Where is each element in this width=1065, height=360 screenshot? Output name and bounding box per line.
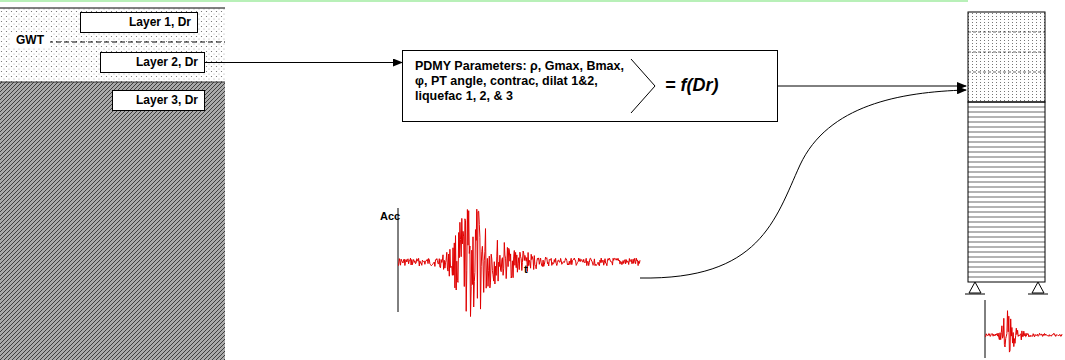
water-table-label: GWT (10, 32, 50, 48)
arrow (205, 62, 402, 63)
layer-label: Layer 2, Dr (101, 53, 204, 69)
arrow (778, 86, 966, 87)
bracket (629, 51, 659, 121)
accelerogram (398, 209, 640, 316)
axis (398, 208, 399, 312)
clay-layer (0, 82, 225, 360)
layer-label: Layer 1, Dr (81, 13, 197, 29)
axis-label: t (524, 263, 528, 275)
layer-label-box: Layer 1, Dr (80, 12, 198, 33)
axis (985, 300, 986, 358)
axis-label: Acc (380, 210, 400, 222)
support-symbol (969, 282, 1044, 293)
accelerogram (985, 311, 1062, 352)
layer-label: Layer 3, Dr (113, 91, 204, 107)
layer-label-box: Layer 2, Dr (100, 52, 205, 73)
top-strip (0, 0, 968, 2)
layer-label-box: Layer 3, Dr (112, 90, 205, 111)
parameter-box: PDMY Parameters: ρ, Gmax, Bmax, φ, PT an… (402, 50, 778, 122)
parameter-list: PDMY Parameters: ρ, Gmax, Bmax, φ, PT an… (415, 59, 630, 104)
function-label: = f(Dr) (665, 75, 719, 96)
sand-layer (0, 8, 225, 82)
soil-column-elements (968, 32, 1045, 277)
water-table-line (40, 42, 225, 43)
soil-column-top (968, 12, 1045, 102)
